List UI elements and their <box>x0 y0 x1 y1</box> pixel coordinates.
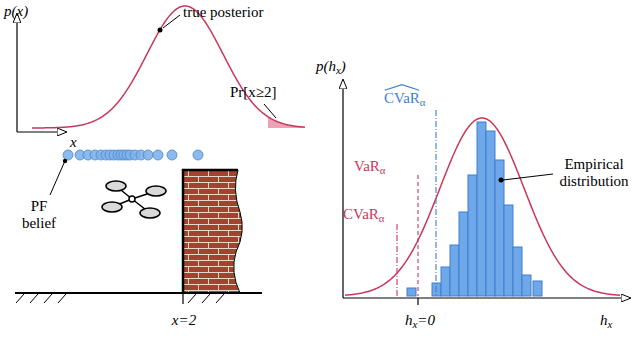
leader-line <box>163 15 180 28</box>
callout-label: Pr[x≥2] <box>230 84 277 101</box>
histogram-bar <box>504 205 513 296</box>
ground-hatch <box>16 294 224 303</box>
subscript: x <box>413 318 418 330</box>
leader-line <box>264 104 276 118</box>
risk-label: VaRα <box>354 158 386 175</box>
text-part: =0 <box>417 312 435 328</box>
text-part: p(h <box>316 58 336 74</box>
hat-accent <box>384 84 420 91</box>
hatch-mark <box>30 294 38 303</box>
subscript: α <box>380 164 386 176</box>
wall-edge <box>234 170 243 293</box>
axis-label: hx <box>600 312 612 329</box>
brick-wall <box>183 170 242 293</box>
particle <box>63 150 73 160</box>
hatch-mark <box>58 294 66 303</box>
y-axis <box>342 80 343 298</box>
histogram-bar <box>533 281 542 296</box>
histogram-bar <box>459 212 468 296</box>
ground-line <box>15 292 262 294</box>
particle <box>167 150 177 160</box>
leader-dot <box>158 28 163 33</box>
particle <box>143 150 153 160</box>
subscript: α <box>379 212 385 224</box>
callout-label: Empirical distribution <box>554 156 634 191</box>
hatch-mark <box>16 294 24 303</box>
histogram-bar <box>407 288 416 296</box>
tick <box>182 293 183 304</box>
histogram-bar <box>522 275 531 296</box>
axis-label: x <box>70 134 77 151</box>
text-part: CVaR <box>343 206 379 222</box>
particle <box>153 150 163 160</box>
histogram-bar <box>513 247 522 296</box>
text-part: h <box>600 312 608 328</box>
tick <box>417 298 418 305</box>
axis-label: p(hx) <box>316 58 346 75</box>
histogram-bar <box>468 175 477 296</box>
histogram-bar <box>450 245 459 296</box>
histogram-bar <box>441 267 450 296</box>
x-axis <box>17 131 66 132</box>
axis-tick-label: x=2 <box>172 312 196 329</box>
leader-dot <box>499 178 504 183</box>
text-part: ) <box>341 58 346 74</box>
callout-label: true posterior <box>183 4 263 21</box>
hatch-mark <box>188 294 196 303</box>
y-axis <box>16 14 17 132</box>
text-part: h <box>405 312 413 328</box>
risk-label: CVaRα <box>343 206 385 223</box>
x-axis <box>343 297 630 298</box>
axis-tick-label: hx=0 <box>405 312 435 329</box>
drone-icon <box>102 181 166 218</box>
subscript: x <box>336 64 341 76</box>
text-part: CVaR <box>384 90 420 107</box>
cvar-line <box>396 224 397 296</box>
hatch-mark <box>216 294 224 303</box>
cvar-estimate-line <box>435 110 436 296</box>
axis-label: p(x) <box>4 3 28 20</box>
leader-line <box>503 174 553 180</box>
hatch-mark <box>44 294 52 303</box>
callout-label: PF belief <box>12 198 66 233</box>
histogram <box>407 122 542 296</box>
risk-label: CVaRα <box>384 90 426 107</box>
particle-dots <box>63 150 203 160</box>
wall-outline <box>183 170 238 293</box>
text-part: VaR <box>354 158 380 174</box>
density-curve <box>345 118 620 295</box>
subscript: x <box>608 318 613 330</box>
var-line <box>417 175 418 296</box>
histogram-bar <box>486 131 495 296</box>
hatch-mark <box>202 294 210 303</box>
leader-line <box>50 163 64 195</box>
histogram-bar <box>477 122 486 296</box>
posterior-curve <box>32 6 305 128</box>
histogram-bar <box>495 160 504 296</box>
subscript: α <box>420 96 426 108</box>
particle <box>193 150 203 160</box>
leader-dot <box>63 159 67 163</box>
